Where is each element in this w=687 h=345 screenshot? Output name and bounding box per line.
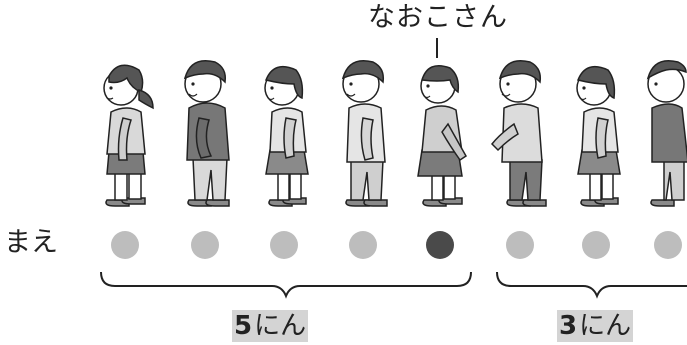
child-boy-icon xyxy=(646,60,687,207)
naoko-label: なおこさん xyxy=(368,2,508,33)
position-dot xyxy=(582,231,610,259)
naoko-position-dot xyxy=(426,231,454,259)
child-naoko-icon xyxy=(417,65,467,207)
group-count-number: 5 xyxy=(232,310,255,342)
position-dot xyxy=(506,231,534,259)
front-label: まえ xyxy=(4,227,58,258)
child-girl-icon xyxy=(576,65,621,207)
group-count-label: 3にん xyxy=(557,310,634,342)
position-dot xyxy=(191,231,219,259)
brace-group-b xyxy=(496,271,687,299)
position-dot xyxy=(111,231,139,259)
child-girl-ponytail-icon xyxy=(103,64,154,207)
position-dot xyxy=(349,231,377,259)
child-girl-icon xyxy=(264,65,309,207)
position-dot xyxy=(654,231,682,259)
position-dots xyxy=(111,231,682,259)
brace-group-a xyxy=(100,271,472,299)
group-count-label: 5にん xyxy=(232,310,309,342)
group-count-unit: にん xyxy=(254,310,309,342)
child-boy-icon xyxy=(341,60,388,207)
child-boy-icon xyxy=(183,60,230,207)
group-count-number: 3 xyxy=(557,310,580,342)
position-dot xyxy=(270,231,298,259)
group-count-unit: にん xyxy=(579,310,634,342)
child-boy-icon xyxy=(490,60,547,207)
